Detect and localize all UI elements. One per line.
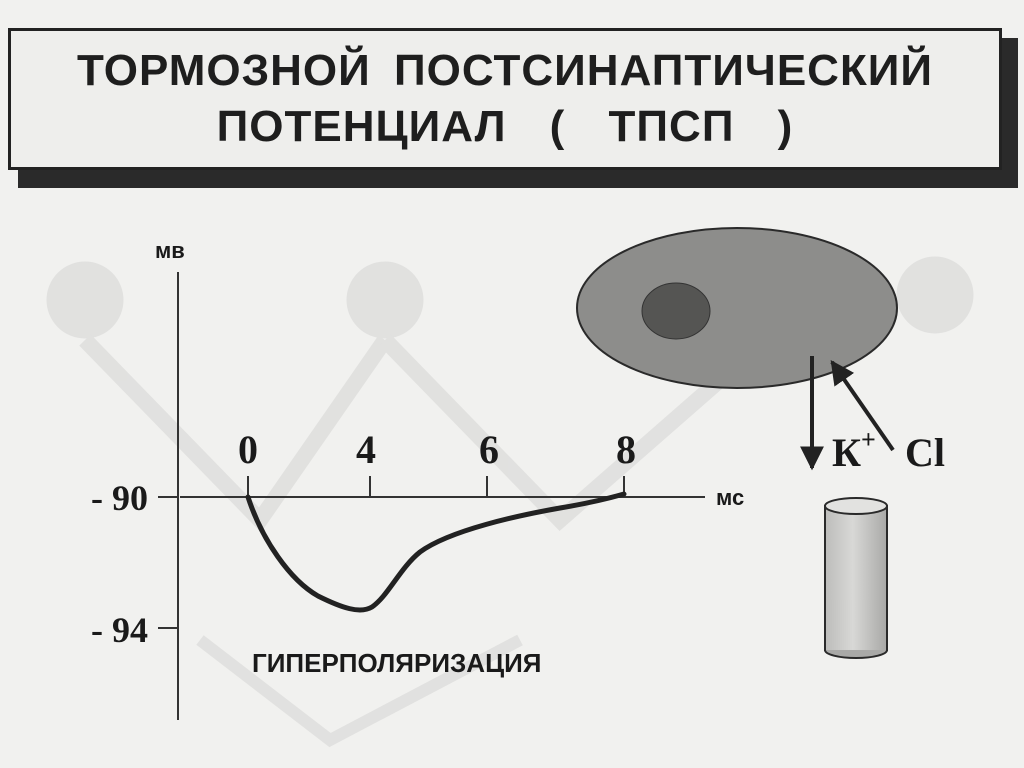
y-tick-label-94: - 94 [91,610,148,650]
potassium-charge: + [861,425,876,454]
x-tick-label-8: 8 [616,427,636,472]
potassium-ion-label: К+ [832,425,876,475]
background-neuron-watermark [46,256,974,748]
chloride-influx-arrow [830,360,895,452]
cell-body [576,227,898,389]
hyperpolarization-label: ГИПЕРПОЛЯРИЗАЦИЯ [252,648,541,678]
chloride-ion-label: Cl [905,430,945,475]
title-line-2: ПОТЕНЦИАЛ ( ТПСП ) [216,102,794,151]
x-tick-label-4: 4 [356,427,376,472]
title-line-1: ТОРМОЗНОЙ ПОСТСИНАПТИЧЕСКИЙ [76,46,934,95]
ion-channel-cylinder [824,497,888,659]
cell-nucleus [641,282,711,340]
y-axis-label: мв [155,238,185,263]
x-axis-label: мс [716,485,744,510]
title-box: ТОРМОЗНОЙ ПОСТСИНАПТИЧЕСКИЙ ПОТЕНЦИАЛ ( … [8,28,1002,170]
ipsp-curve [245,491,627,613]
x-tick-label-0: 0 [238,427,258,472]
y-tick-label-90: - 90 [91,478,148,518]
x-tick-label-6: 6 [479,427,499,472]
potassium-symbol: К [832,430,861,475]
